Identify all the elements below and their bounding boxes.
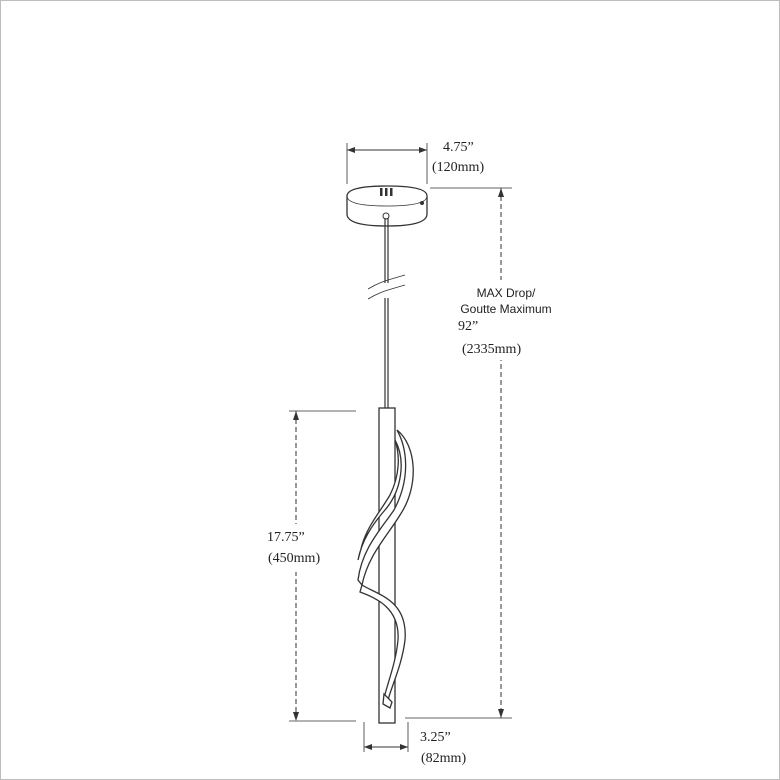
max-drop-imperial: 92” (458, 319, 478, 334)
max-drop-dimension: MAX Drop/ Goutte Maximum 92” (2335mm) (405, 187, 562, 719)
fixture-height-imperial: 17.75” (267, 530, 305, 545)
fixture-width-dimension: 3.25” (82mm) (363, 722, 466, 766)
fixture-height-dimension: 17.75” (450mm) (262, 410, 356, 722)
canopy-screw (420, 201, 424, 205)
break-line (367, 284, 406, 300)
fixture-height-metric: (450mm) (268, 551, 320, 566)
canopy-width-metric: (120mm) (432, 160, 484, 175)
fixture-width-imperial: 3.25” (420, 730, 451, 745)
max-drop-label-line2: Goutte Maximum (460, 302, 551, 316)
suspension-rod (367, 218, 406, 410)
cord-grip (382, 212, 390, 220)
canopy-width-dimension: 4.75” (120mm) (346, 140, 484, 184)
max-drop-label-line1: MAX Drop/ (477, 286, 536, 300)
canopy-vent (380, 188, 383, 196)
canopy (346, 185, 428, 227)
fixture-body (357, 407, 414, 724)
break-line (367, 274, 406, 290)
vertical-tube (378, 407, 396, 724)
ribbon-tip (382, 692, 393, 709)
canopy-width-imperial: 4.75” (443, 140, 474, 155)
canopy-vent (385, 188, 388, 196)
max-drop-metric: (2335mm) (462, 342, 521, 357)
canopy-vent (390, 188, 393, 196)
fixture-width-metric: (82mm) (421, 751, 466, 766)
spiral-ribbon-inner (357, 439, 402, 561)
